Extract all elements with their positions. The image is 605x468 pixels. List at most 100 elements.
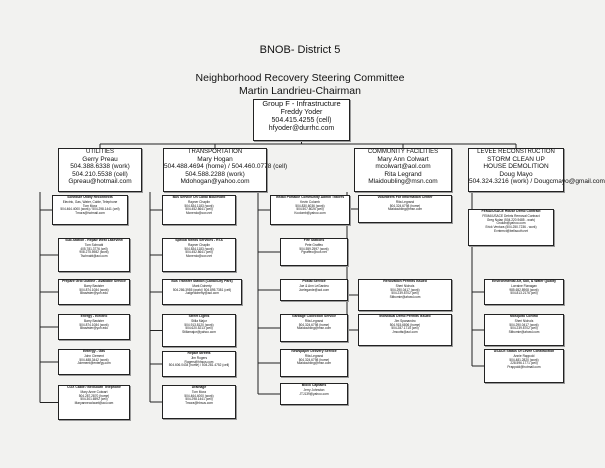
node-text-line: Entergy - Gas [82, 349, 106, 353]
node-text-line: Mlaidoubling@msn.com [387, 207, 423, 212]
node-text-line: 908.275.5982 (work) [79, 250, 109, 255]
node-text-line: 504.874.1084 (work) [79, 287, 109, 292]
node-text-line: Gpreau@hotmail.com [68, 178, 132, 186]
node-text-line: Jclement@entergy.com [77, 361, 111, 366]
node-text-line: Judgedoherty@aol.com [185, 291, 219, 296]
node-text-line: 504.452.8641 (cell) [185, 250, 213, 255]
node-text-line: Mdohogan@yahoo.com [180, 178, 250, 186]
node-text-line: COMMUNITY FACILITIES [367, 149, 439, 155]
node-text-line: Street Lights [188, 314, 210, 318]
utilities-item-2: Prepare Grid Outline - Available Service… [58, 279, 130, 305]
page-title: BNOB- District 5 [259, 44, 341, 56]
node-text-line: Greg Nolan (504.220.9485 - work) [486, 217, 536, 222]
node-text-line: Gerry Preau [82, 155, 118, 163]
community-item-0: Install Portable Community Admin Trailer… [270, 195, 350, 225]
node-text-line: 405.781.3776 (cell) [80, 246, 108, 251]
node-text-line: 504.290.0417 (work) [390, 287, 420, 292]
node-text-line: 504.874.1084 (work) [79, 322, 109, 327]
node-text-line: Barry Bavister [83, 283, 104, 288]
node-text-line: Volunteers For Information Center [377, 195, 433, 199]
node-text-line: Mark Doherty [192, 283, 212, 288]
node-text-line: FEMA/USACE House Demo Contract [481, 209, 541, 213]
node-text-line: 504.210.5538 (cell) [72, 170, 128, 178]
node-text-line: Renovation Permits Issued [383, 279, 427, 283]
node-text-line: 504.298.1441 (cell) [185, 397, 213, 402]
node-text-line: Mcnerdo@cox.net [186, 253, 212, 258]
node-text-line: Fire Stations [303, 238, 325, 242]
node-text-line: Erick Ventura (504.250.7236 - work) [485, 224, 537, 229]
node-text-line: Bbavister@yoh.edu [80, 291, 108, 296]
node-text-line: Schedule Utility Reconnects [67, 195, 113, 199]
node-text-line: 504.588.2288 (work) [185, 170, 245, 178]
node-text-line: JTJ139@yahoo.com [299, 391, 329, 396]
node-text-line: Postal Service [302, 279, 326, 283]
node-text-line: Tschnabl@aol.com [80, 253, 108, 258]
committee-name: Neighborhood Recovery Steering Committee [195, 72, 405, 84]
node-text-line: hfyoder@durrhc.com [268, 124, 335, 132]
node-text-line: Stlbomie@ahowl.com [389, 294, 421, 299]
node-text-line: Rayner Chaplin [188, 242, 210, 247]
node-text-line: Kevin Colomb [300, 199, 320, 204]
node-text-line: Sheri Nichols [395, 283, 415, 288]
node-text-line: Tom Mora [82, 203, 98, 208]
node-text-line: Install Portable Community Admin Trailer… [275, 195, 345, 199]
node-text-line: Bbavister@yoh.edu [80, 326, 108, 331]
node-text-line: 504.488.4694 (home) / 504.460.0778 (cell… [164, 163, 288, 171]
node-text-line: 504.620.5213 (cell) [185, 326, 213, 331]
node-text-line: 504.388.6338 (work) [70, 163, 130, 171]
node-text-line: Rogers@hhsus.com [184, 359, 214, 364]
node-text-line: Prepare Grid Outline - Available Service [62, 279, 126, 283]
node-text-line: 504.834.1183 (work) [184, 246, 214, 251]
node-text-line: Doug Mayo [499, 170, 533, 178]
node-text-line: Joe & Ann LeGardeu [299, 283, 329, 288]
node-text-line: Tmora@hhsus.com [185, 400, 213, 405]
node-text-line: Group F - Infrastructure [262, 99, 341, 108]
node-text-line: LEVEE RECONSTRUCTION [477, 149, 555, 155]
node-text-line: USACE Status Of Levee Construction [493, 349, 555, 353]
node-text-line: Newspaper Delivery Service [291, 349, 337, 353]
node-text-line: STORM CLEAN UP [487, 155, 545, 163]
node-text-line: Block Captains [301, 383, 327, 387]
node-text-line: mcolwart@aol.com [375, 163, 431, 171]
node-text-line: Jim Rogers [190, 355, 208, 360]
node-text-line: 504.606.0434 (home) / 504.281.4752 (cell… [168, 363, 230, 368]
node-text-line: Lorraine Flanagan [511, 283, 537, 288]
node-text-line: Barry Bavister [83, 318, 104, 323]
node-text-line: Jerry Johnston [303, 387, 325, 392]
node-text-line: 504.415.4255 (cell) [271, 116, 332, 124]
node-text-line: Repair Streets [187, 351, 211, 355]
node-text-line: Energy - Electric [80, 314, 108, 318]
node-text-line: Maryannecolwart@aol.com [74, 400, 114, 405]
node-text-line: 985.652.8908 (work) [509, 287, 539, 292]
node-text-line: 504.915.6806 (home) [389, 322, 421, 327]
node-text-line: John Clement [84, 353, 104, 358]
node-text-line: 504.301.6592 (cell) [80, 397, 108, 402]
node-text-line: 504.290.0417 (work) [509, 322, 539, 327]
node-text-line: Annie Rappold [513, 353, 535, 358]
node-text-line: Mary Anne Colwart [80, 389, 108, 394]
node-text-line: Gnolan@yahoo.com [496, 221, 526, 226]
node-text-line: Evntrmct@bellsouth.net [494, 228, 528, 233]
node-text-line: Prappold@hotmail.com [507, 364, 541, 369]
node-text-line: 504.324.6798 (home) [389, 203, 421, 208]
node-text-line: 504.239.8702 (cell) [510, 326, 538, 331]
levee-item-1: Environmental Air, Soil, & Water Quality… [484, 279, 564, 305]
node-text-line: Tom Schnabl [84, 242, 104, 247]
